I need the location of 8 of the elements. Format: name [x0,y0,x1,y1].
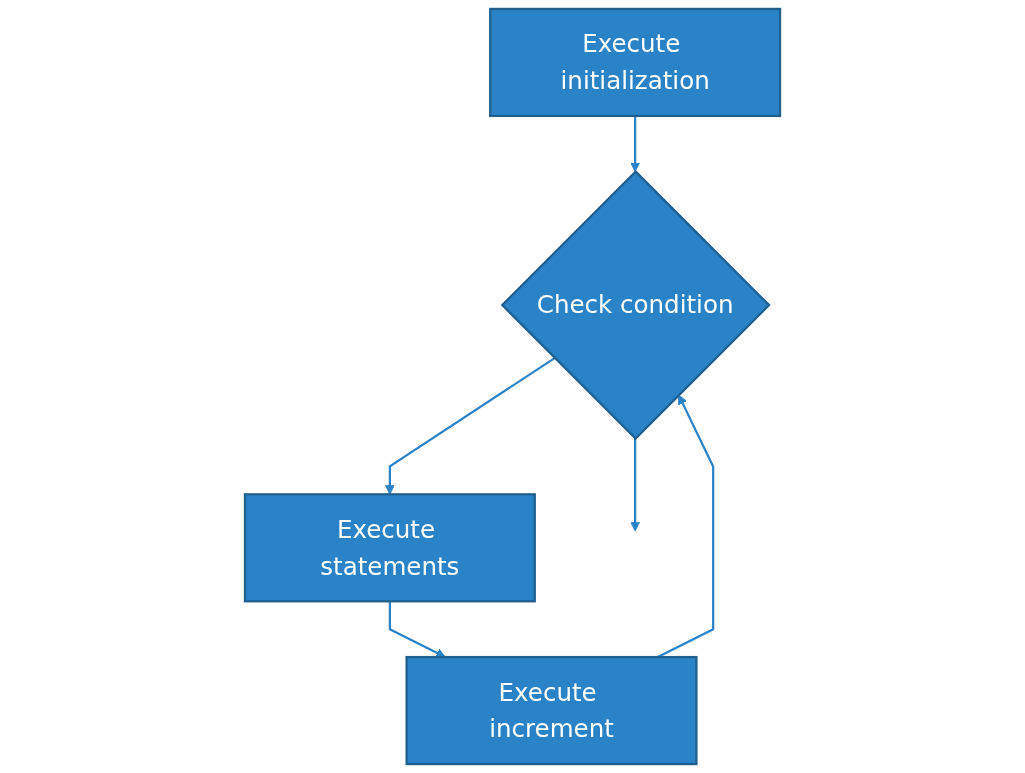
node-box: Execute initialization [489,7,782,118]
arrow [384,357,556,495]
arrow [630,438,641,532]
node-box: Execute increment [405,655,698,766]
node-diamond: Check condition [500,170,771,441]
arrow [388,601,446,658]
node-box: Execute statements [243,493,536,603]
arrow [630,115,641,173]
